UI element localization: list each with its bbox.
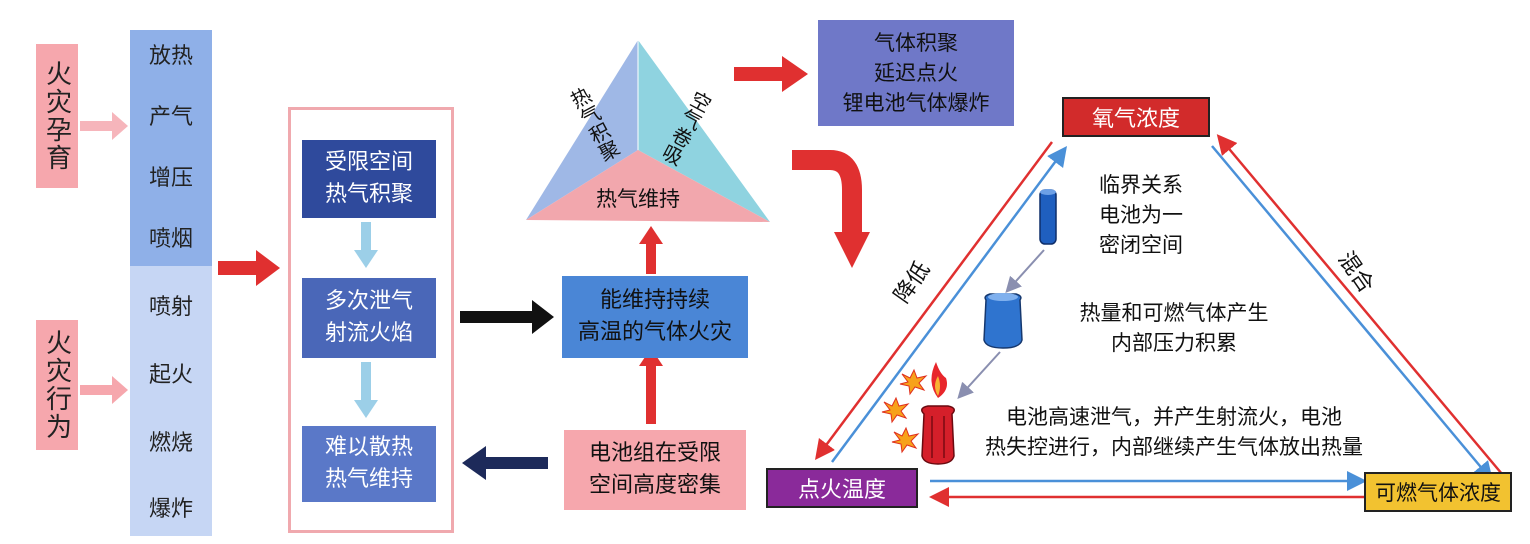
battery-medium-icon xyxy=(983,293,1023,349)
process-item: 产气 xyxy=(148,105,193,130)
progress-arrow-1 xyxy=(1005,249,1045,293)
pink-arrow-1 xyxy=(80,112,128,140)
battery-cluster-box: 电池组在受限 空间高度密集 xyxy=(564,430,746,510)
process-item: 喷射 xyxy=(148,295,193,320)
process-item: 放热 xyxy=(148,44,193,69)
heat-gas-text: 热量和可燃气体产生 内部压力积累 xyxy=(1079,301,1269,355)
stage-fire-pregnancy-label: 火灾孕育 xyxy=(41,60,72,172)
oxygen-concentration-node: 氧气浓度 xyxy=(1062,97,1210,137)
combustible-gas-node: 可燃气体浓度 xyxy=(1364,472,1512,512)
confined-heat-box: 受限空间 热气积聚 xyxy=(302,140,436,218)
navy-arrow xyxy=(462,446,548,480)
red-up-arrow-1 xyxy=(639,348,663,424)
progress-arrow-2 xyxy=(957,351,1001,399)
red-arrow-left xyxy=(218,250,280,286)
venting-jet-box: 多次泄气 射流火焰 xyxy=(302,278,436,358)
process-column-upper xyxy=(130,30,212,266)
mechanism-frame xyxy=(288,107,454,533)
process-item: 喷烟 xyxy=(148,227,193,252)
pink-arrow-2 xyxy=(80,376,128,404)
black-arrow xyxy=(460,300,554,334)
process-item: 爆炸 xyxy=(148,497,193,522)
venting-text: 电池高速泄气，并产生射流火，电池 热失控进行，内部继续产生气体放出热量 xyxy=(985,405,1363,459)
process-item: 增压 xyxy=(148,166,193,191)
critical-relation-text: 临界关系 电池为一 密闭空间 xyxy=(1099,173,1183,257)
process-item: 起火 xyxy=(148,363,193,388)
spark-icons xyxy=(881,368,928,454)
process-column-lower xyxy=(130,266,212,536)
stage-fire-pregnancy: 火灾孕育 xyxy=(36,44,78,188)
lightblue-arrow-1 xyxy=(354,222,378,268)
battery-small-icon xyxy=(1039,189,1057,245)
lightblue-arrow-2 xyxy=(354,362,378,418)
gas-explosion-box: 气体积聚 延迟点火 锂电池气体爆炸 xyxy=(818,20,1014,126)
stage-fire-behavior-label: 火灾行为 xyxy=(41,329,72,441)
red-arrow-top xyxy=(734,56,808,92)
process-item: 燃烧 xyxy=(148,431,193,456)
ignition-temperature-node: 点火温度 xyxy=(766,468,918,508)
battery-burning-icon xyxy=(921,362,955,465)
red-up-arrow-2 xyxy=(639,226,663,274)
central-triangle xyxy=(526,40,770,222)
curved-red-arrow xyxy=(792,150,870,268)
heat-retention-box: 难以散热 热气维持 xyxy=(302,426,436,502)
fire-triangle-edges xyxy=(815,134,1503,507)
sustained-fire-box: 能维持持续 高温的气体火灾 xyxy=(562,276,748,358)
stage-fire-behavior: 火灾行为 xyxy=(36,320,78,450)
triangle-bottom-label: 热气维持 xyxy=(596,187,680,211)
